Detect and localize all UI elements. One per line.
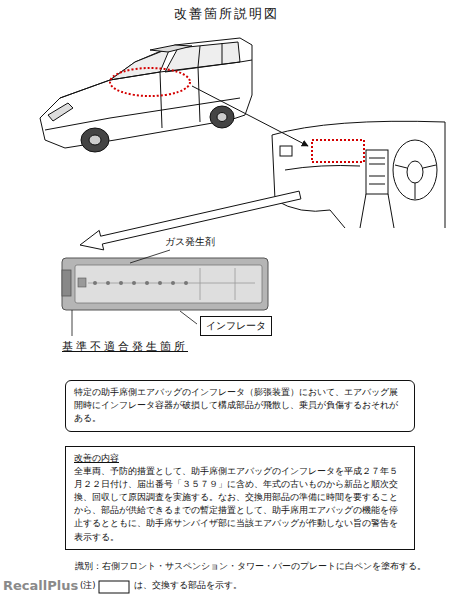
defect-label: 基準不適合発生箇所	[62, 340, 188, 354]
inflator-illustration	[62, 258, 268, 310]
hollow-arrow	[80, 191, 301, 250]
part-name-box: インフレータ	[200, 316, 272, 336]
leader-line	[72, 310, 73, 336]
highlight-rect	[312, 140, 364, 162]
box-text: インフレータ	[206, 318, 266, 334]
defect-box: 特定の助手席側エアバッグのインフレータ（膨張装置）において、エアバッグ展開時にイ…	[65, 380, 415, 432]
box-text: 特定の助手席側エアバッグのインフレータ（膨張装置）において、エアバッグ展開時にイ…	[74, 386, 406, 426]
box-heading: 改善の内容	[74, 452, 406, 465]
remedy-box: 改善の内容全車両、予防的措置として、助手席側エアバッグのインフレータを平成２７年…	[65, 446, 415, 550]
leader-line	[130, 250, 170, 263]
note-text: は、交換する部品を示す。	[134, 580, 242, 591]
note-mark: (注)	[80, 580, 96, 591]
dashboard-illustration	[272, 121, 445, 228]
watermark: RecallPlus	[3, 578, 78, 595]
car-illustration	[40, 38, 252, 152]
leader-line	[180, 311, 197, 324]
part-label: ガス発生剤	[165, 235, 215, 248]
sample-box	[99, 581, 129, 593]
title: 改善箇所説明図	[0, 6, 453, 23]
pointer-arrow	[192, 86, 308, 146]
note-text: 識別：右側フロント・サスペンション・タワー・バーのプレートに白ペンを塗布する。	[75, 561, 426, 572]
highlight-circle	[110, 68, 190, 96]
box-text: 全車両、予防的措置として、助手席側エアバッグのインフレータを平成２７年５月２２日…	[74, 465, 406, 544]
